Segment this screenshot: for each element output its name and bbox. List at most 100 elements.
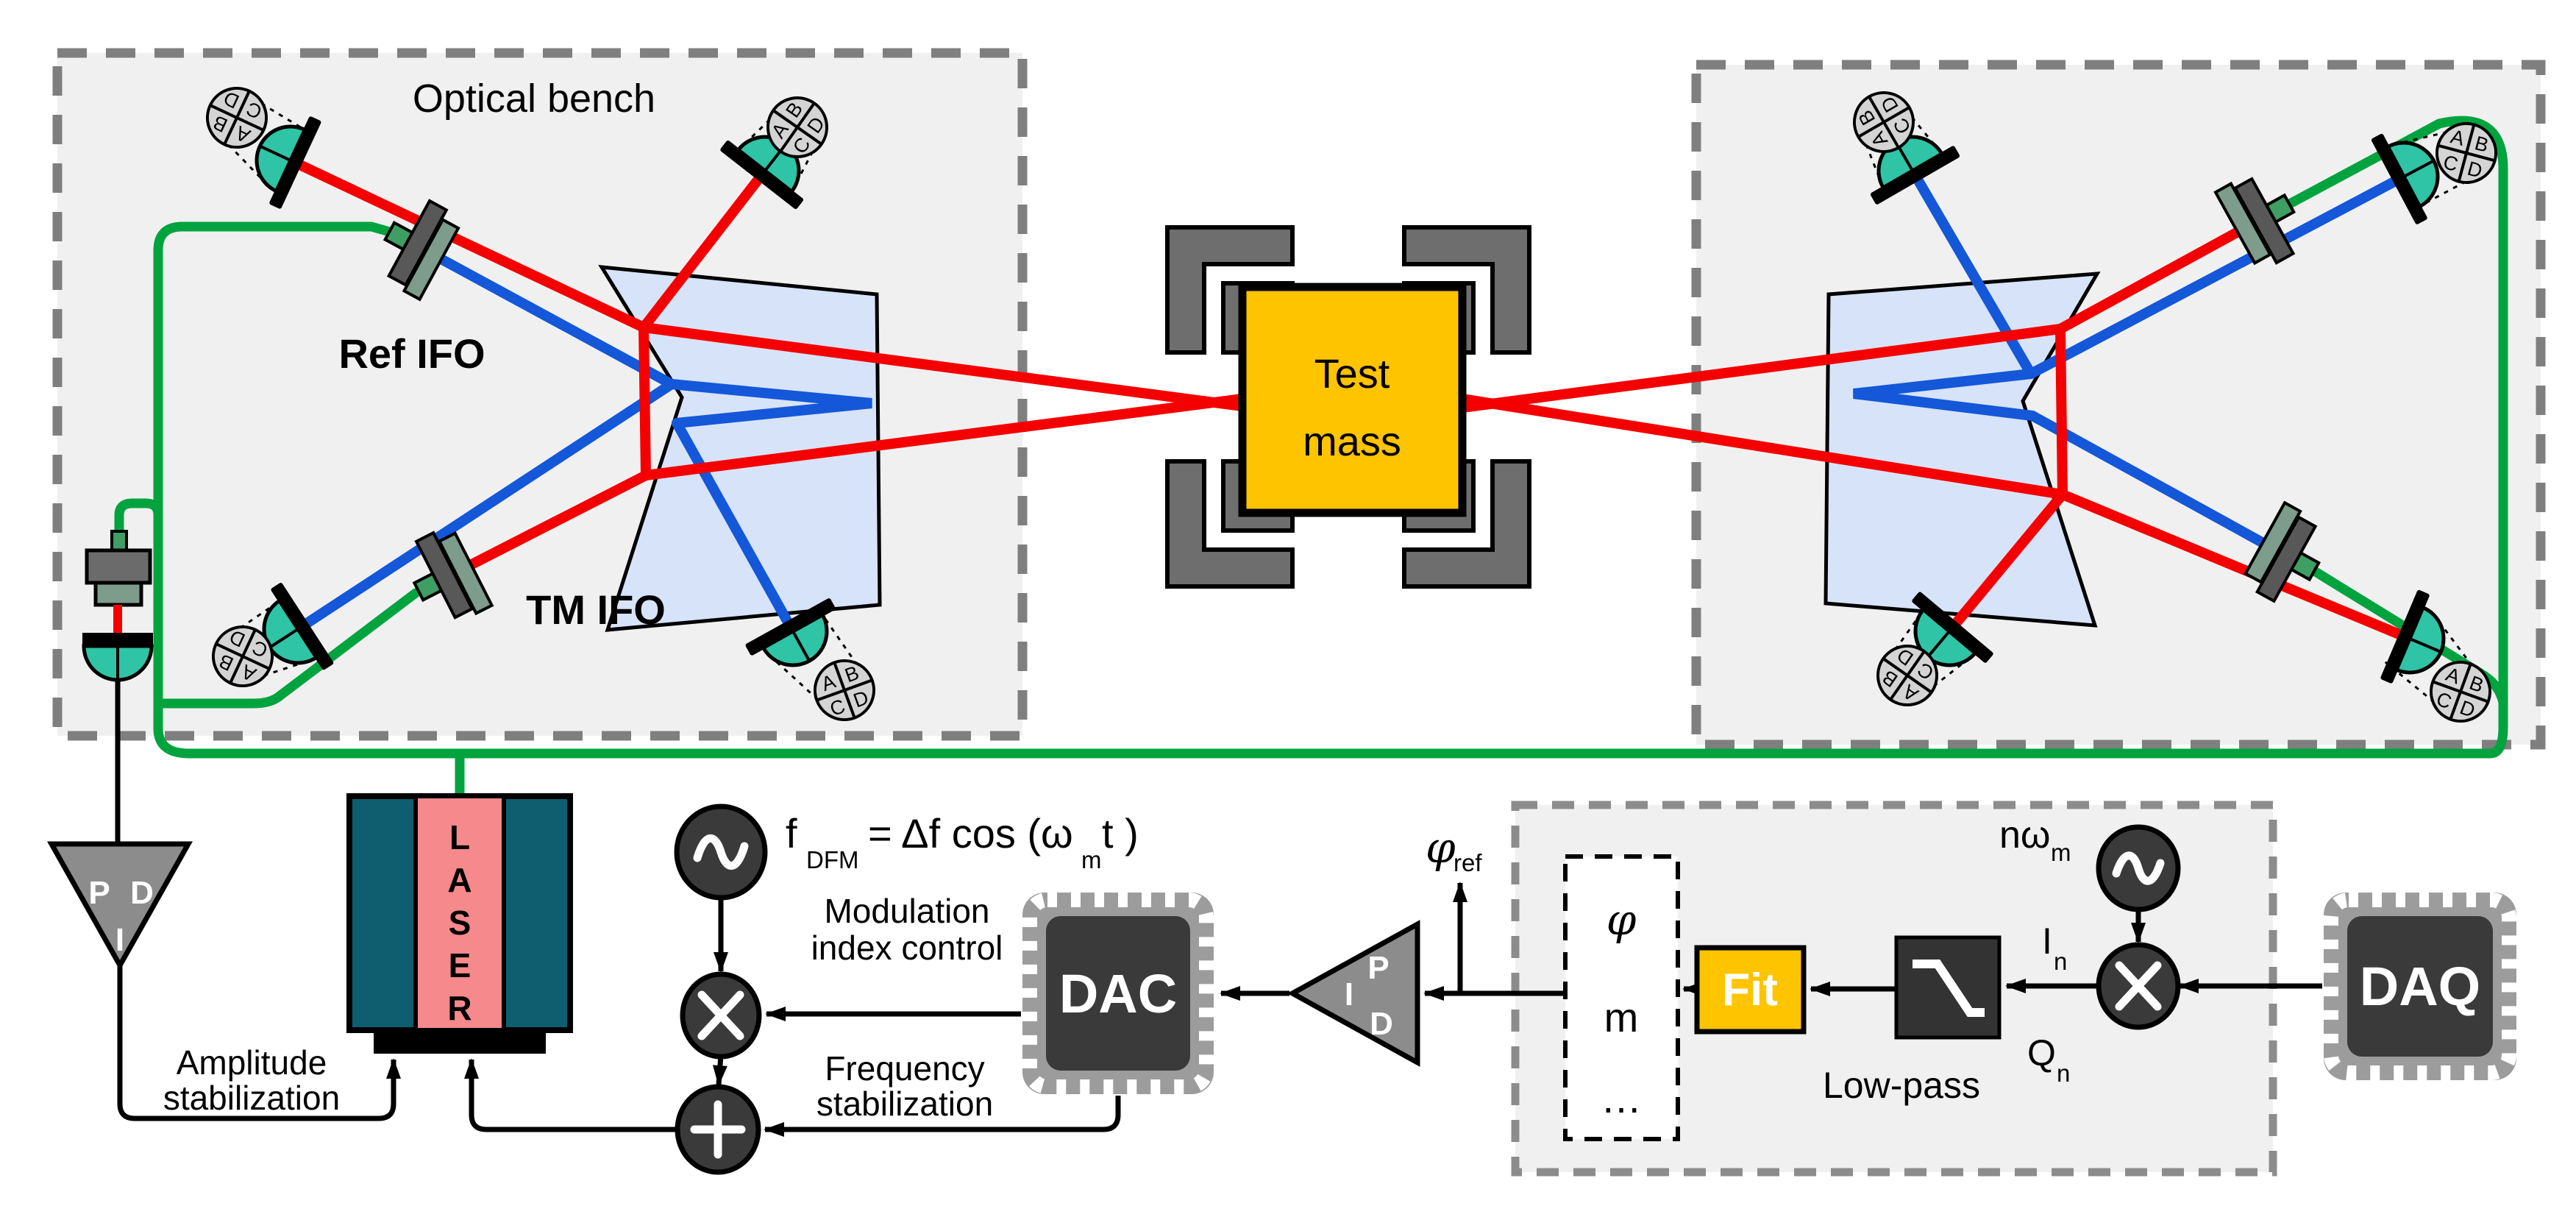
- photodetector-dome: [2394, 605, 2446, 675]
- test-mass-label-2: mass: [1303, 418, 1401, 464]
- fiber-injector: [412, 531, 494, 620]
- fit-box: Fit: [1694, 945, 1807, 1035]
- photodetector-face-plate: [271, 583, 334, 670]
- photodetector-face-plate: [1912, 592, 1993, 663]
- daq-chip: DAQ: [2324, 893, 2516, 1080]
- quadrant-cross: [215, 628, 271, 684]
- laser-letter-3: S: [449, 904, 472, 942]
- photodetector-split-line: [2409, 637, 2442, 653]
- q-n-sub: n: [2057, 1060, 2070, 1087]
- demod-multiplier: [2096, 942, 2181, 1030]
- param-m: m: [1604, 994, 1639, 1040]
- quadrant-cross: [2432, 663, 2489, 720]
- photodetector-split-line: [1926, 630, 1951, 659]
- fiber-injector-slab-sage: [402, 217, 460, 302]
- photodetector-face-plate: [2371, 133, 2427, 224]
- dfm-formula: f DFM = Δf cos (ω m t ): [786, 810, 1139, 873]
- param-dots: …: [1601, 1075, 1642, 1121]
- fiber-injector: [383, 199, 460, 302]
- quadrant-cross: [1857, 96, 1910, 149]
- frequency-adder: [675, 1084, 761, 1175]
- quadrant-cross: [772, 102, 822, 152]
- photodetector-dome: [2385, 141, 2440, 210]
- pd-amp-i: I: [115, 922, 124, 958]
- quadrant-cross: [816, 661, 873, 719]
- low-pass-label: Low-pass: [1823, 1065, 1980, 1106]
- dac-label: DAC: [1059, 963, 1177, 1024]
- demod-oscillator: [2096, 824, 2181, 912]
- photodetector-dome: [761, 612, 829, 667]
- quadrant-photodetector: [2371, 133, 2440, 224]
- n-omega-m-sub: m: [2051, 839, 2071, 866]
- modulation-multiplier: [680, 971, 762, 1060]
- pid-p: P: [1367, 950, 1389, 986]
- fiber-collimator: [85, 530, 152, 634]
- formula-body: = Δf cos (ω: [868, 810, 1073, 856]
- amplitude-stab-2: stabilization: [163, 1079, 340, 1117]
- dac-chip: DAC: [1022, 893, 1214, 1094]
- photodetector-face-plate: [1870, 146, 1960, 205]
- fiber-injector: [2213, 177, 2296, 266]
- quadrant-photodetector: [2380, 589, 2446, 684]
- i-n-sub: n: [2054, 948, 2067, 975]
- phi-ref-label: φ ref: [1426, 823, 1482, 876]
- tm-beams-red: [285, 155, 2415, 644]
- amplitude-stab-1: Amplitude: [177, 1043, 327, 1082]
- photodetector-split-line: [2403, 159, 2435, 178]
- formula-f: f: [786, 810, 797, 856]
- photodetector-face-plate: [269, 116, 321, 209]
- ref-ifo-label: Ref IFO: [338, 330, 485, 377]
- modulation-label-2: index control: [811, 929, 1003, 967]
- quadrant-cross: [2437, 124, 2496, 182]
- quadrant-photodetector: [255, 116, 321, 209]
- prism-left: [598, 265, 882, 632]
- pd-amp-p: P: [88, 875, 110, 911]
- fiber-injector-slab-dark: [386, 199, 449, 288]
- quadrant-cross: [209, 90, 265, 146]
- optical-bench-title: Optical bench: [413, 77, 655, 121]
- pid-triangle: P I D: [1287, 920, 1420, 1067]
- low-pass-filter: Low-pass: [1823, 935, 2002, 1106]
- photodetector-face-plate: [720, 141, 804, 210]
- ref-beams-blue: [293, 166, 2409, 636]
- photodetector-split-line: [268, 628, 299, 649]
- parameter-box: φ m …: [1563, 854, 1680, 1141]
- quadrant-cross: [1882, 650, 1932, 700]
- pid-d: D: [1370, 1006, 1393, 1042]
- fiber-injector-slab-sage: [437, 531, 494, 616]
- quadrant-photodetector: [1912, 592, 1993, 667]
- photodetector-split-line: [259, 144, 291, 162]
- fiber-injector-slab-sage: [2244, 500, 2302, 584]
- formula-end: t ): [1102, 810, 1139, 856]
- q-n: Q: [2027, 1032, 2056, 1074]
- formula-sub-m: m: [1081, 846, 1102, 873]
- low-pass-curve: [1913, 960, 1985, 1017]
- i-n: I: [2042, 921, 2052, 962]
- frequency-label-2: stabilization: [816, 1085, 993, 1123]
- dfm-oscillator: [674, 804, 768, 901]
- photodetector-split-line: [791, 631, 811, 662]
- laser-letter-5: R: [447, 989, 472, 1027]
- laser-letter-4: E: [449, 946, 472, 985]
- laser-base: [374, 1029, 546, 1054]
- tm-ifo-label: TM IFO: [526, 586, 666, 633]
- demod-labels: I n Q n nω m: [1999, 814, 2071, 1087]
- test-mass-assembly: Test mass: [1165, 225, 1531, 589]
- daq-label: DAQ: [2360, 956, 2480, 1017]
- n-omega-m: nω: [1999, 814, 2051, 856]
- control-wires: [117, 882, 2322, 1137]
- laser-letter-1: L: [449, 818, 470, 856]
- photodetector-face-plate: [2380, 589, 2430, 684]
